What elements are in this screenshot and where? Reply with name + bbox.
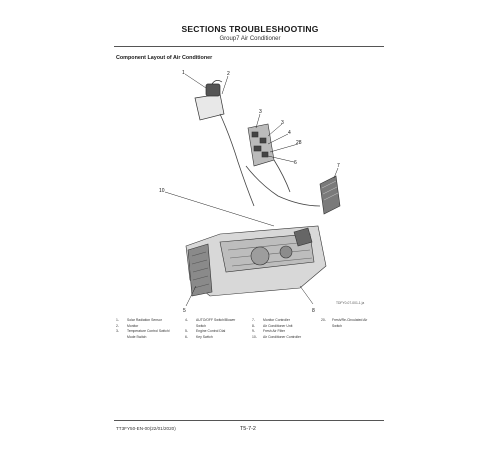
- legend-text: Monitor Controller: [263, 318, 290, 322]
- legend-num: 20-: [321, 318, 326, 322]
- legend-item: Mode Switch: [116, 335, 187, 341]
- callout-1: 1: [182, 70, 185, 76]
- legend-item: 6- Key Switch: [185, 335, 256, 341]
- legend-text: Fresh/Re-Circulated Air: [332, 318, 368, 322]
- callout-7: 7: [337, 163, 340, 169]
- legend-item: 10- Air Conditioner Controller: [252, 335, 323, 341]
- document-code: TT3FY50-EN-00(22/01/2020): [116, 426, 176, 431]
- legend-num: 9-: [252, 329, 256, 334]
- legend-column-4: 20- Fresh/Re-Circulated Air Switch: [321, 318, 392, 329]
- section-heading: Component Layout of Air Conditioner: [116, 55, 213, 61]
- legend-text: AUTO/OFF Switch/Blower: [196, 318, 236, 322]
- legend-text: Solar Radiation Sensor: [127, 318, 162, 322]
- legend-text: Switch: [332, 323, 342, 328]
- legend-num: 3-: [116, 329, 120, 334]
- header-rule: [114, 46, 384, 47]
- legend-text: Engine Control Dial: [196, 329, 226, 334]
- switch-panel-drawing: [247, 123, 275, 167]
- callout-6: 6: [294, 160, 297, 166]
- legend-num: 8-: [252, 323, 256, 328]
- legend-item: 2- Monitor: [116, 324, 187, 330]
- callout-leaders: [164, 73, 339, 307]
- callout-4: 4: [288, 130, 291, 136]
- monitor-drawing: [194, 80, 225, 121]
- legend-text: Air Conditioner Controller: [263, 334, 302, 339]
- callout-2: 2: [227, 71, 230, 77]
- legend-item: 8- Air Conditioner Unit: [252, 324, 323, 330]
- legend-item: 5- Engine Control Dial: [185, 329, 256, 335]
- callout-8: 8: [312, 308, 315, 314]
- legend-text: Switch: [196, 323, 206, 328]
- component-layout-figure: 1 2 3 3 4 28 6 7 10 5 8: [159, 70, 341, 314]
- callout-5: 5: [183, 308, 186, 314]
- footer-rule: [114, 420, 384, 421]
- legend-text: Monitor: [127, 323, 139, 328]
- legend-num: 5-: [185, 329, 189, 334]
- page-title: SECTIONS TROUBLESHOOTING: [181, 24, 319, 34]
- legend-text: Fresh Air Filter: [263, 329, 286, 334]
- legend-num: 6-: [185, 334, 189, 339]
- legend-item: 1- Solar Radiation Sensor: [116, 318, 187, 324]
- page-subtitle: Group7 Air Conditioner: [219, 36, 281, 42]
- legend-text: Mode Switch: [127, 334, 147, 339]
- monitor-controller-drawing: [319, 175, 341, 215]
- legend-item: 3- Temperature Control Switch/: [116, 329, 187, 335]
- legend-item: 7- Monitor Controller: [252, 318, 323, 324]
- legend-text: Temperature Control Switch/: [127, 329, 170, 334]
- legend-column-1: 1- Solar Radiation Sensor 2- Monitor 3- Tem…: [116, 318, 187, 340]
- legend-num: 1-: [116, 318, 120, 322]
- legend-text: Key Switch: [196, 334, 213, 339]
- page-number: T5-7-2: [240, 426, 256, 432]
- legend-text: Air Conditioner Unit: [263, 323, 293, 328]
- legend-num: 10-: [252, 334, 257, 339]
- legend-num: [116, 335, 127, 341]
- callout-3b: 3: [281, 120, 284, 126]
- legend-item: Switch: [321, 324, 392, 330]
- legend-item: Switch: [185, 324, 256, 330]
- callout-3: 3: [259, 109, 262, 115]
- wiring-harness-drawing: [219, 113, 321, 207]
- callout-28: 28: [296, 140, 302, 146]
- legend-num: 7-: [252, 318, 256, 322]
- air-conditioner-unit-drawing: [185, 225, 327, 297]
- figure-reference: TDFY0-07-001-1 ja: [336, 301, 365, 305]
- legend-item: 4- AUTO/OFF Switch/Blower: [185, 318, 256, 324]
- legend-num: 4-: [185, 318, 189, 322]
- legend-column-2: 4- AUTO/OFF Switch/Blower Switch 5- Engine…: [185, 318, 256, 340]
- legend-item: 20- Fresh/Re-Circulated Air: [321, 318, 392, 324]
- callout-10: 10: [159, 188, 165, 194]
- legend-column-3: 7- Monitor Controller 8- Air Conditioner U…: [252, 318, 323, 340]
- legend-num: 2-: [116, 323, 120, 328]
- legend-item: 9- Fresh Air Filter: [252, 329, 323, 335]
- legend-num: [321, 324, 332, 330]
